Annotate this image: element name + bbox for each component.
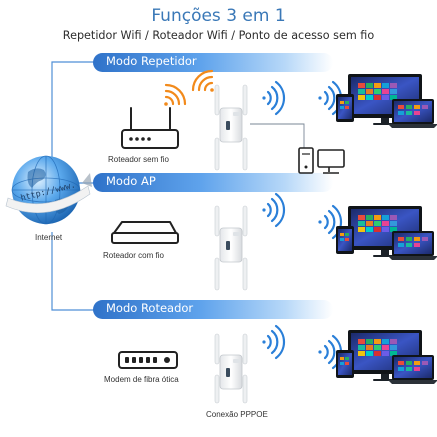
wifi-blue-ap-client-icon — [318, 204, 343, 240]
device-label-repetidor: Roteador sem fio — [108, 155, 169, 164]
client-devices-roteador — [336, 330, 437, 384]
device-label-roteador: Modem de fibra ótica — [104, 375, 179, 384]
wire-repeater-to-pc — [250, 123, 305, 148]
wifi-orange-repeater-icon — [191, 69, 214, 92]
wifi-blue-ap-icon — [262, 192, 286, 228]
repeater-label-pppoe: Conexão PPPOE — [206, 410, 268, 419]
repeater-device-2 — [214, 205, 248, 291]
repeater-device-3 — [214, 333, 248, 404]
client-devices-ap — [336, 206, 437, 260]
wifi-blue-router-icon — [262, 324, 286, 360]
device-label-ap: Roteador com fio — [103, 251, 164, 260]
mode-bar-ap: Modo AP — [93, 173, 333, 192]
wifi-orange-router-icon — [164, 83, 187, 106]
page-title: Funções 3 em 1 — [151, 6, 286, 26]
repeater-device-1 — [214, 84, 248, 171]
mode-label-repetidor: Modo Repetidor — [106, 54, 197, 68]
mode-bar-repetidor: Modo Repetidor — [93, 53, 333, 72]
client-devices-repetidor — [336, 74, 437, 128]
mode-label-ap: Modo AP — [106, 174, 156, 188]
wifi-blue-repeater-icon — [262, 80, 286, 116]
mode-bar-roteador: Modo Roteador — [93, 300, 333, 319]
mode-label-roteador: Modo Roteador — [106, 301, 194, 315]
internet-label: Internet — [35, 233, 63, 242]
page-subtitle: Repetidor Wifi / Roteador Wifi / Ponto d… — [62, 29, 375, 42]
